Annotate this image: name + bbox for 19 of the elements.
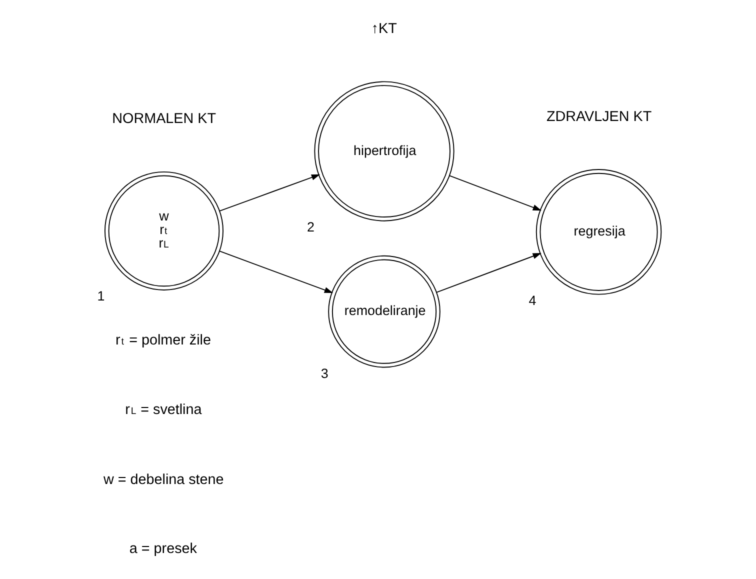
node-circle: hipertrofija [314, 81, 454, 222]
label: a = presek [128, 540, 196, 557]
node-circle: remodeliranje [328, 255, 440, 368]
arrow [218, 250, 333, 294]
label: ZDRAVLJEN KT [546, 109, 652, 126]
node-label: 2 [306, 220, 314, 235]
node-label: 1 [96, 288, 104, 304]
label: rL = svetlina [124, 402, 202, 418]
node-label: 4 [528, 293, 536, 308]
label: ↑KT [370, 20, 396, 37]
label: NORMALEN KT [112, 110, 216, 127]
arrow [436, 253, 541, 293]
arrow [218, 174, 320, 212]
arrow [448, 175, 542, 211]
label: w = debelina stene [103, 472, 224, 488]
node-label: 3 [320, 366, 328, 381]
label: rt = polmer žile [115, 332, 211, 349]
node-circle: w rt rL [104, 171, 223, 290]
node-circle: regresija [535, 169, 662, 295]
